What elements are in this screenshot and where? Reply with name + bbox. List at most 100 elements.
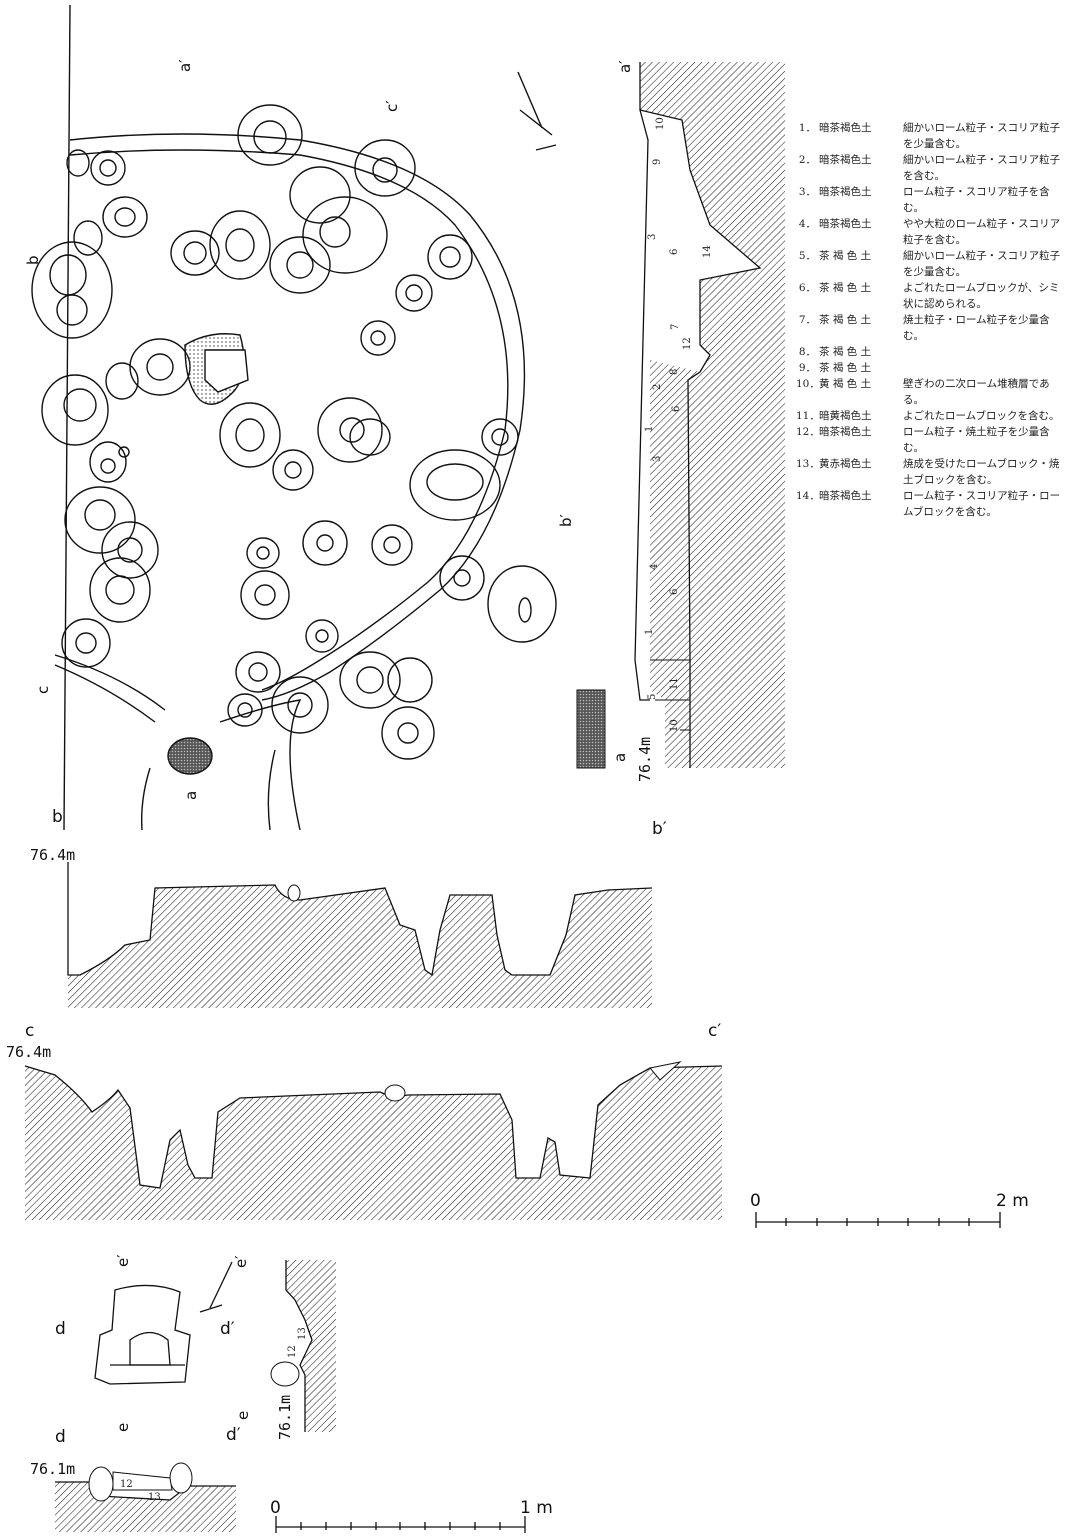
legend-description: 細かいローム粒子・スコリア粒子を少量含む。 — [903, 122, 1061, 150]
scale-small-end: 1 m — [520, 1498, 553, 1518]
scale-large-start: 0 — [750, 1191, 761, 1211]
legend-soil-color: 茶 褐 色 土 — [819, 250, 872, 262]
scale-large-end: 2 m — [996, 1191, 1029, 1211]
section-b: b 76.4m b′ — [30, 807, 667, 1008]
legend-row: 7．茶 褐 色 土 焼土粒子・ローム粒子を少量含む。 — [796, 312, 1072, 344]
plan-section-labels: a′ c′ b b′ c a — [24, 59, 575, 800]
label-a-prime-plan: a′ — [176, 59, 194, 72]
legend-soil-color: 茶 褐 色 土 — [819, 282, 872, 294]
posthole-group — [31, 104, 557, 760]
svg-text:6: 6 — [671, 406, 682, 412]
label-c-prime-plan: c′ — [383, 100, 401, 112]
legend-description — [903, 344, 1068, 360]
svg-text:10: 10 — [655, 117, 666, 130]
legend-soil-color: 暗黄褐色土 — [819, 410, 872, 422]
legend-row: 1．暗茶褐色土 細かいローム粒子・スコリア粒子を少量含む。 — [796, 120, 1072, 152]
legend-description: ローム粒子・スコリア粒子・ロームブロックを含む。 — [903, 490, 1061, 518]
svg-text:12: 12 — [120, 1479, 133, 1490]
legend-row: 9．茶 褐 色 土 — [796, 360, 1072, 376]
elevation-d: 76.1m — [30, 1460, 75, 1478]
section-a: a′ a 76.4m 10 9 3 6 14 7 12 8 2 1 6 3 4 … — [576, 60, 785, 782]
svg-text:11: 11 — [669, 677, 680, 690]
section-e: 12 13 d′ e 76.1m — [226, 1260, 336, 1445]
legend-description: 壁ぎわの二次ローム堆積層である。 — [903, 378, 1050, 406]
legend-description: 細かいローム粒子・スコリア粒子を含む。 — [903, 154, 1061, 182]
legend-row: 13．黄赤褐色土 焼成を受けたロームブロック・焼土ブロックを含む。 — [796, 456, 1072, 488]
svg-text:14: 14 — [702, 245, 713, 258]
svg-text:13: 13 — [148, 1492, 161, 1503]
legend-number: 11． — [796, 410, 820, 422]
label-b-plan: b — [24, 255, 42, 265]
svg-text:12: 12 — [287, 1345, 298, 1358]
legend-row: 8．茶 褐 色 土 — [796, 344, 1072, 360]
legend-number: 2． — [798, 154, 816, 166]
legend-soil-color: 暗茶褐色土 — [819, 122, 872, 134]
label-b-section: b — [52, 807, 63, 827]
svg-text:3: 3 — [652, 456, 663, 462]
legend-description: 焼土粒子・ローム粒子を少量含む。 — [903, 314, 1050, 342]
legend-soil-color: 暗茶褐色土 — [819, 218, 872, 230]
label-e-prime-plan: e′ — [114, 1254, 132, 1267]
svg-text:13: 13 — [297, 1327, 308, 1340]
svg-text:10: 10 — [669, 719, 680, 732]
label-c-prime-section: c′ — [708, 1021, 721, 1041]
elevation-a: 76.4m — [636, 737, 654, 782]
plan-view — [31, 4, 557, 831]
svg-text:5: 5 — [647, 694, 658, 700]
svg-text:12: 12 — [682, 337, 693, 350]
svg-text:6: 6 — [669, 249, 680, 255]
legend-number: 3． — [798, 186, 816, 198]
legend-description: ローム粒子・スコリア粒子を含む。 — [903, 186, 1050, 214]
svg-text:6: 6 — [669, 589, 680, 595]
svg-text:8: 8 — [669, 369, 680, 375]
legend-row: 10．黄 褐 色 土 壁ぎわの二次ローム堆積層である。 — [796, 376, 1072, 408]
legend-soil-color: 黄 褐 色 土 — [819, 378, 872, 390]
legend-row: 2．暗茶褐色土 細かいローム粒子・スコリア粒子を含む。 — [796, 152, 1072, 184]
legend-description: 焼成を受けたロームブロック・焼土ブロックを含む。 — [903, 458, 1060, 486]
legend-number: 10． — [796, 378, 820, 390]
legend-row: 5．茶 褐 色 土細かいローム粒子・スコリア粒子を少量含む。 — [796, 248, 1072, 280]
legend-soil-color: 茶 褐 色 土 — [819, 346, 872, 358]
legend-number: 1． — [798, 122, 816, 134]
label-c-plan: c — [34, 686, 52, 694]
legend-number: 6． — [798, 282, 816, 294]
svg-text:1: 1 — [644, 629, 655, 635]
legend-description: 細かいローム粒子・スコリア粒子を少量含む。 — [903, 250, 1061, 278]
legend-soil-color: 茶 褐 色 土 — [819, 362, 872, 374]
legend-row: 6．茶 褐 色 土よごれたロームブロックが、シミ状に認められる。 — [796, 280, 1072, 312]
soil-layer-legend: 1．暗茶褐色土細かいローム粒子・スコリア粒子を少量含む。2．暗茶褐色土細かいロー… — [796, 120, 1072, 520]
label-b-prime-plan: b′ — [557, 513, 575, 527]
legend-row: 3．暗茶褐色土ローム粒子・スコリア粒子を含む。 — [796, 184, 1072, 216]
legend-soil-color: 暗茶褐色土 — [819, 154, 872, 166]
scale-bar-small: 0 1 m — [270, 1498, 553, 1533]
legend-number: 13． — [796, 458, 820, 470]
legend-row: 11．暗黄褐色土 よごれたロームブロックを含む。 — [796, 408, 1072, 424]
section-c: c 76.4m c′ — [6, 1021, 723, 1220]
stone-plan: e′ e′ d d′ e — [55, 1254, 250, 1432]
label-e-prime-arrow: e′ — [232, 1255, 250, 1268]
label-b-prime-section: b′ — [652, 819, 667, 839]
legend-description — [903, 360, 1068, 376]
label-a-section: a — [611, 753, 629, 762]
scale-bar-large: 0 2 m — [750, 1191, 1029, 1228]
legend-number: 8． — [798, 346, 816, 358]
legend-soil-color: 茶 褐 色 土 — [819, 314, 872, 326]
legend-number: 12． — [796, 426, 820, 438]
legend-number: 14． — [796, 490, 820, 502]
legend-description: ローム粒子・焼土粒子を少量含む。 — [903, 426, 1050, 454]
legend-number: 7． — [798, 314, 816, 326]
legend-soil-color: 黄赤褐色土 — [819, 458, 872, 470]
legend-row: 14．暗茶褐色土ローム粒子・スコリア粒子・ロームブロックを含む。 — [796, 488, 1072, 520]
legend-description: よごれたロームブロックを含む。 — [903, 410, 1060, 422]
svg-text:9: 9 — [652, 159, 663, 165]
label-d-prime-plan: d′ — [220, 1319, 235, 1339]
svg-text:7: 7 — [670, 324, 681, 330]
label-d-prime-section: d′ — [226, 1425, 241, 1445]
elevation-b: 76.4m — [30, 846, 75, 864]
label-c-section: c — [25, 1021, 34, 1041]
label-e-plan: e — [114, 1423, 132, 1432]
label-e-section: e — [234, 1411, 252, 1420]
legend-row: 4．暗茶褐色土やや大粒のローム粒子・スコリア粒子を含む。 — [796, 216, 1072, 248]
legend-number: 4． — [798, 218, 816, 230]
